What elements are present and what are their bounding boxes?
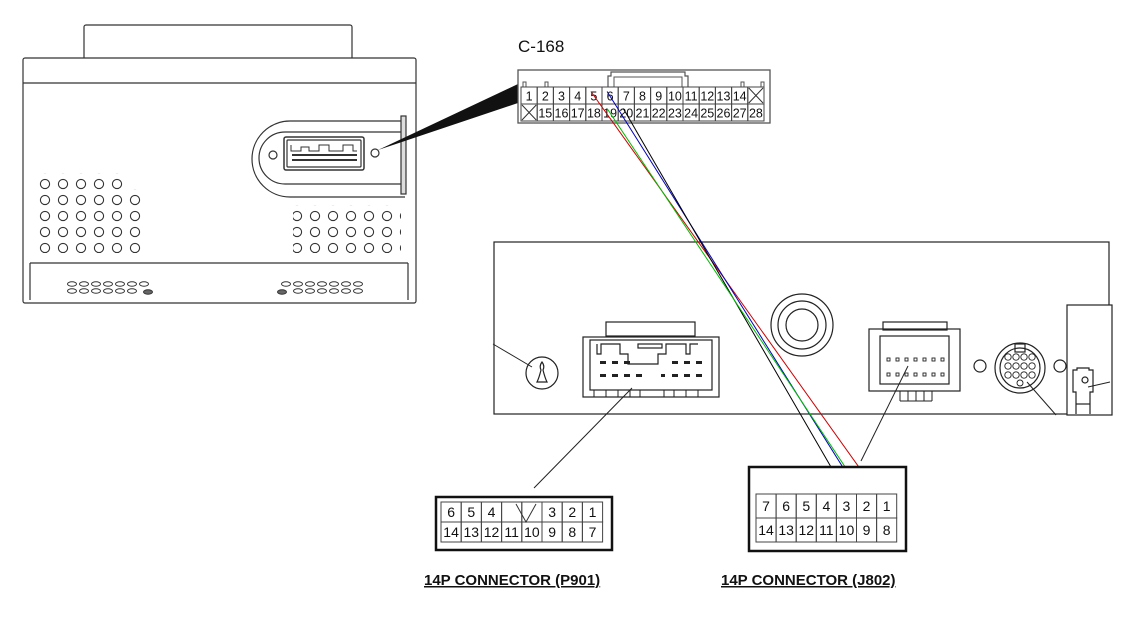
j802-pin-label: 7 [762,498,770,514]
p901-pin-cell [581,521,604,543]
c168-pin-label: 14 [733,90,747,104]
p901-pin-label: 4 [488,504,496,520]
round-jack [770,293,834,357]
vent-holes-right [293,205,401,253]
c168-pin-label: 7 [623,90,630,104]
black-wire [622,108,872,538]
red-wire [590,91,893,514]
p901-pin-label: 9 [548,524,556,540]
no-pin-marker [521,104,537,121]
j802-pin-label: 1 [883,498,891,514]
c168-pin-label: 21 [636,107,650,121]
c168-pin-label: 4 [574,90,581,104]
j802-pin-label: 11 [819,522,834,538]
j802-pin-label: 4 [822,498,830,514]
c168-pin-label: 11 [685,90,698,104]
p901-pin-label: 3 [548,504,556,520]
ground-terminal [1066,304,1113,416]
c168-pin-label: 9 [655,90,662,104]
c168-pin-cell [747,103,765,122]
p901-leader-line [533,387,633,489]
c168-pin-label: 17 [571,107,585,121]
p901-pin-label: 14 [443,524,459,540]
no-pin-marker [748,87,764,104]
blue-wire [606,91,872,514]
c168-connector: 1234567891011121314151617181920212223242… [517,69,771,124]
mount-hole [525,356,559,390]
p901-pin-label: 13 [464,524,480,540]
green-wire [606,108,893,538]
j802-pin-label: 10 [839,522,855,538]
j802-pin-cell [876,517,898,543]
j802-pin-label: 9 [863,522,871,538]
bottom-slots [67,281,363,295]
callout-wedge [378,84,518,150]
c168-pin-label: 22 [652,107,666,121]
j802-physical-connector [868,321,961,402]
head-unit-rear-view [22,24,417,304]
p901-pin-label: 11 [504,524,519,540]
c168-label: C-168 [518,37,564,56]
p901-pin-label: 6 [447,504,455,520]
c168-pin-label: 3 [558,90,565,104]
p901-pin-label: 2 [568,504,576,520]
c168-pin-label: 8 [639,90,646,104]
j802-pin-label: 14 [758,522,774,538]
p901-pin-label: 1 [589,504,597,520]
c168-pin-label: 12 [700,90,714,104]
j802-pin-label: 3 [843,498,851,514]
c168-pin-label: 15 [538,107,552,121]
c168-pin-label: 23 [668,107,682,121]
c168-pin-label: 26 [717,107,731,121]
c168-pin-label: 10 [668,90,682,104]
j802-caption: 14P CONNECTOR (J802) [721,572,896,589]
p901-key-marker [515,503,537,524]
vent-holes-left-top [38,173,128,189]
wires [590,91,893,538]
vent-holes-left [38,189,146,253]
radio-rear-panel [492,241,1113,489]
c168-pin-label: 28 [749,107,763,121]
din-connector [973,342,1067,416]
connector-pin-dots [292,154,357,161]
c168-pin-label: 2 [542,90,549,104]
j802-pin-label: 8 [883,522,891,538]
p901-pin-label: 12 [484,524,500,540]
p901-pin-label: 10 [524,524,540,540]
j802-pin-label: 6 [782,498,790,514]
c168-pin-grid: 1234567891011121314151617181920212223242… [520,86,765,122]
j802-pin-label: 5 [802,498,810,514]
c168-pin-label: 25 [700,107,714,121]
j802-leader-line [860,365,909,462]
p901-pin-label: 7 [589,524,597,540]
c168-pin-label: 13 [717,90,731,104]
p901-physical-connector [582,321,720,398]
p901-pin-label: 5 [467,504,475,520]
p901-caption: 14P CONNECTOR (P901) [424,572,600,589]
j802-pin-label: 2 [863,498,871,514]
c168-pin-label: 18 [587,107,601,121]
c168-pin-label: 24 [684,107,698,121]
c168-pin-label: 27 [733,107,747,121]
c168-pin-label: 16 [555,107,569,121]
j802-pin-label: 12 [798,522,814,538]
j802-pin-label: 13 [778,522,794,538]
p901-pin-label: 8 [568,524,576,540]
c168-pin-label: 1 [526,90,533,104]
